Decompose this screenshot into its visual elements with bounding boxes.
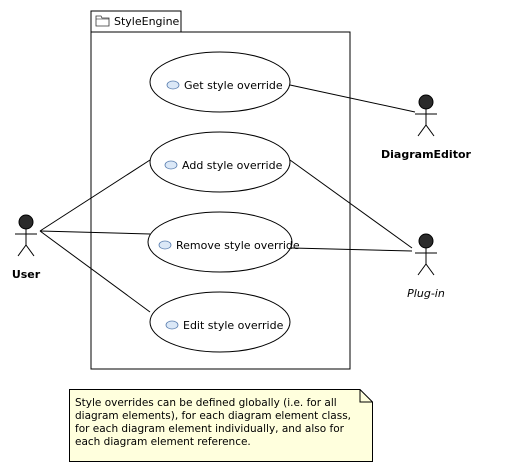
actor-label: Plug-in — [407, 287, 445, 300]
use-case-get-style-override[interactable]: Get style override — [149, 51, 291, 113]
actor-icon — [415, 233, 437, 276]
use-case-icon — [166, 80, 180, 90]
assoc-user-edit — [39, 230, 151, 313]
assoc-user-remove — [39, 230, 151, 235]
actor-icon — [15, 214, 37, 257]
package-title: StyleEngine — [114, 15, 180, 28]
assoc-user-add — [39, 159, 151, 232]
actor-user[interactable]: User — [12, 214, 41, 281]
use-case-edit-style-override[interactable]: Edit style override — [149, 291, 291, 353]
use-case-icon — [164, 160, 178, 170]
use-case-label: Add style override — [182, 159, 283, 172]
assoc-get-diagrameditor — [289, 84, 416, 113]
folder-icon — [95, 15, 110, 27]
assoc-remove-plugin — [291, 247, 413, 252]
use-case-label: Get style override — [184, 79, 283, 92]
assoc-add-plugin — [289, 159, 413, 249]
use-case-add-style-override[interactable]: Add style override — [149, 131, 291, 193]
use-case-remove-style-override[interactable]: Remove style override — [147, 211, 300, 273]
note-comment[interactable]: Style overrides can be defined globally … — [75, 397, 352, 448]
actor-label: DiagramEditor — [381, 148, 471, 161]
actor-label: User — [12, 268, 41, 281]
use-case-label: Edit style override — [183, 319, 284, 332]
use-case-icon — [165, 320, 179, 330]
associations — [39, 84, 416, 313]
use-case-label: Remove style override — [176, 239, 300, 252]
actor-diagrameditor[interactable]: DiagramEditor — [381, 94, 472, 161]
actor-icon — [415, 94, 437, 137]
actor-plugin[interactable]: Plug-in — [407, 233, 445, 300]
use-case-icon — [158, 240, 172, 250]
note-shape — [69, 389, 373, 462]
